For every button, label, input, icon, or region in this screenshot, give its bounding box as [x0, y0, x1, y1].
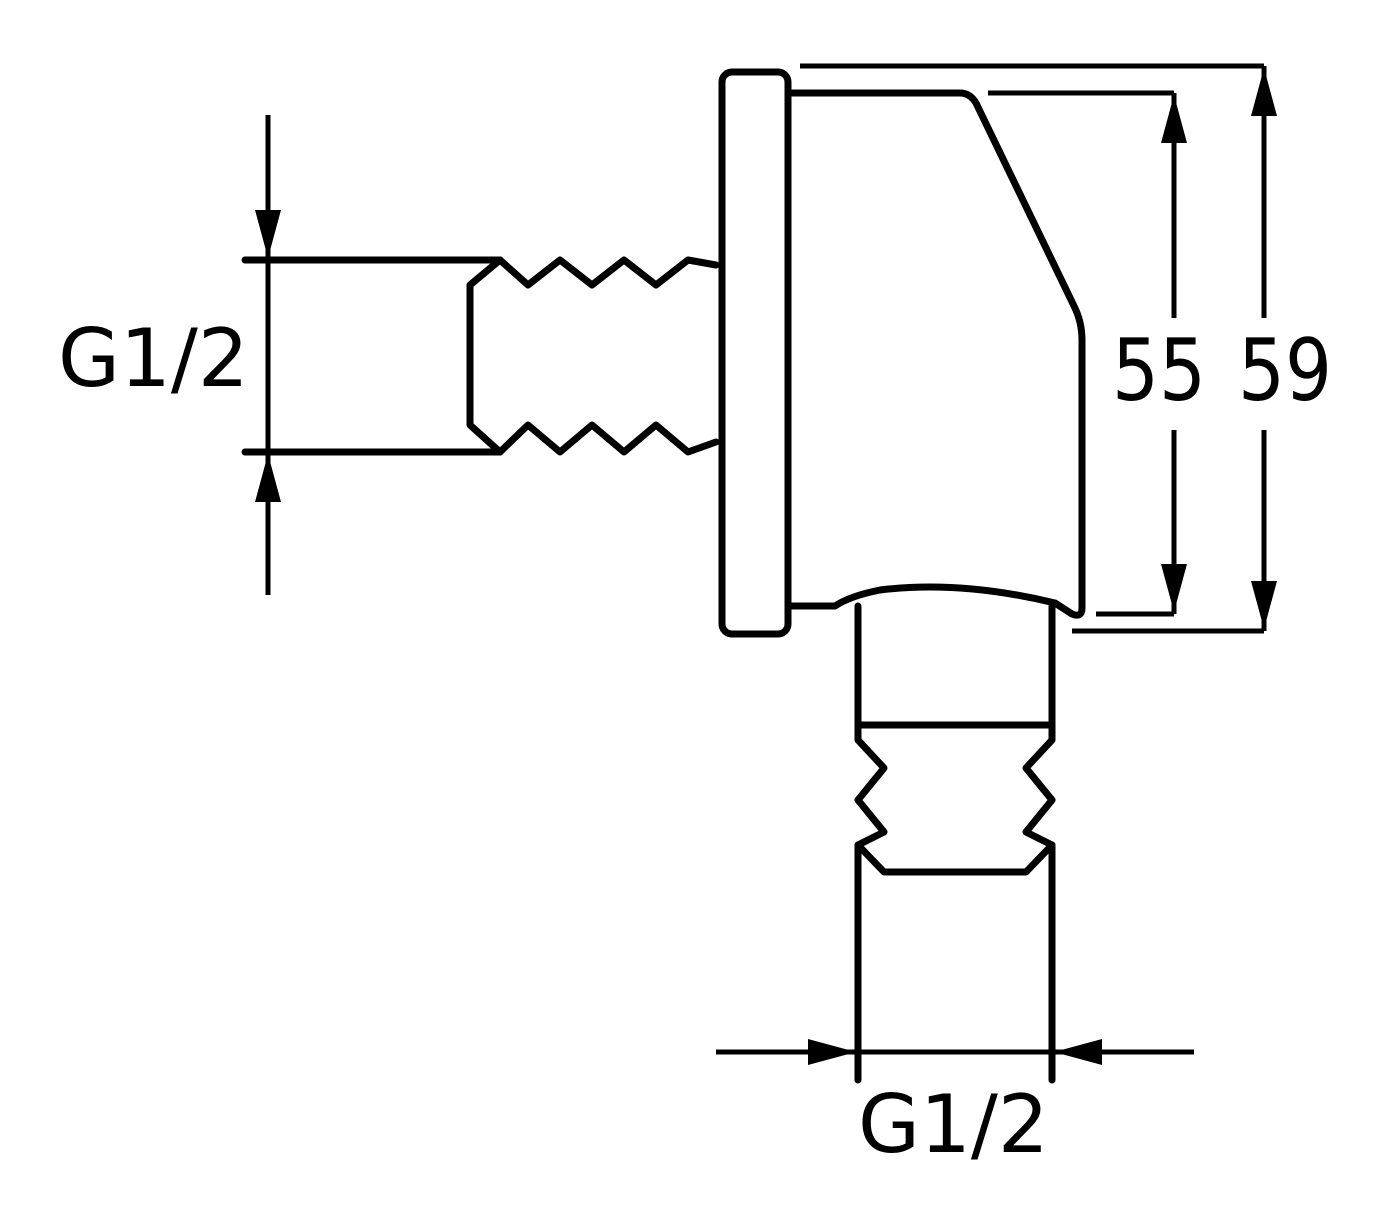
elbow-body [788, 89, 1086, 619]
overall-height-arrow-top [1251, 68, 1277, 116]
outlet-dim-arrow-right [1054, 1039, 1102, 1065]
outlet-dim-arrow-left [808, 1039, 856, 1065]
overall-height-arrow-bottom [1251, 581, 1277, 629]
body-height-arrow-bottom [1161, 564, 1187, 612]
inlet-connector [241, 256, 504, 456]
outlet-thread-right [1022, 721, 1056, 849]
inlet-thread-label: G1/2 [58, 312, 249, 405]
inlet-thread-bottom [496, 421, 720, 456]
outlet-pipe [854, 841, 1056, 1084]
outlet-thread-label: G1/2 [858, 1078, 1049, 1171]
outlet-nut [854, 602, 1056, 729]
outlet-thread-left [854, 721, 888, 849]
inlet-dim-arrow-bottom [255, 454, 281, 502]
overall-height-label: 59 [1238, 321, 1332, 421]
wall-flange [718, 68, 792, 638]
inlet-dim-arrow-top [255, 210, 281, 258]
body-height-arrow-top [1161, 95, 1187, 143]
body-height-label: 55 [1112, 321, 1206, 421]
inlet-thread-top [496, 256, 720, 289]
